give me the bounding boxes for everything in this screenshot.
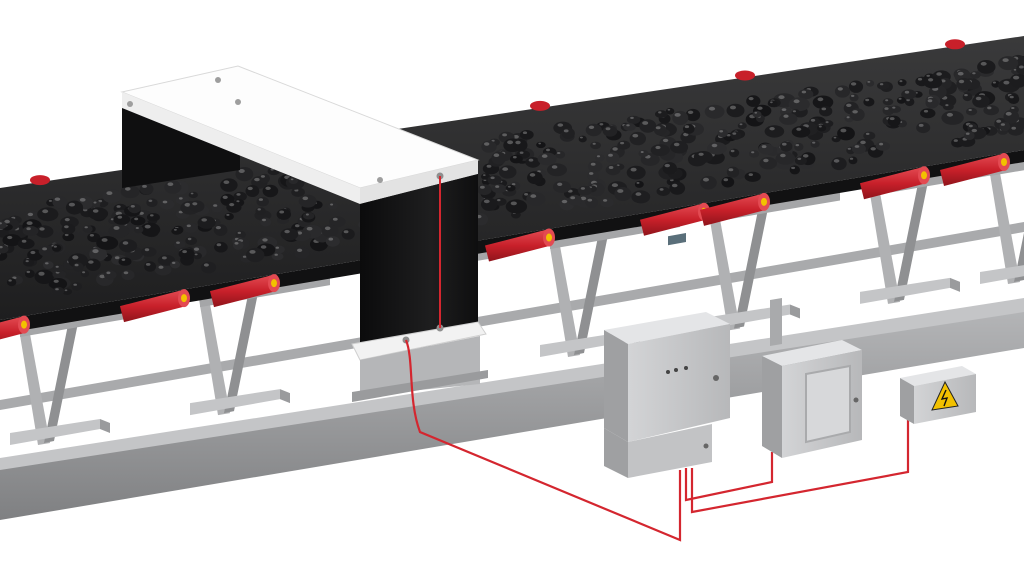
roller: [0, 315, 30, 340]
roller: [945, 39, 965, 50]
bolt-icon: [377, 177, 383, 183]
frame-main-beam: [0, 298, 1024, 520]
bolt-icon: [235, 99, 241, 105]
lock-icon: [853, 397, 859, 403]
roller: [120, 289, 190, 323]
indicator-light: [684, 366, 688, 370]
cable-controller-to-enclosure: [684, 452, 774, 502]
cabinet-support-post: [770, 298, 782, 346]
roller: [700, 192, 770, 226]
cable-detector-to-controller: [404, 339, 682, 542]
idler-rollers: [0, 39, 1010, 340]
cables: [404, 339, 910, 542]
roller: [485, 228, 555, 262]
lock-icon: [713, 375, 719, 381]
roller: [210, 274, 280, 308]
junction-box: [900, 366, 976, 424]
roller: [735, 70, 755, 81]
detector-top-edge: [360, 160, 478, 204]
detector-top-front: [122, 92, 360, 204]
bolt-icon: [215, 77, 221, 83]
window-enclosure: [762, 340, 862, 458]
indicator-light: [674, 368, 678, 372]
metal-detector: [120, 65, 488, 402]
bolt-icon: [127, 101, 133, 107]
roller: [530, 100, 550, 111]
coal-load: [0, 54, 1024, 296]
controller-display: [668, 233, 686, 246]
detector-front-pillar: [360, 174, 478, 352]
indicator-light: [666, 370, 670, 374]
cable-controller-to-junction: [690, 420, 910, 514]
roller: [30, 175, 50, 186]
detector-bottom-panel: [351, 321, 487, 361]
frame-back-beam: [0, 222, 1024, 410]
control-cabinet: [604, 233, 730, 478]
roller: [940, 153, 1010, 186]
lock-icon: [703, 443, 709, 449]
roller: [860, 166, 930, 200]
enclosure-window: [805, 364, 851, 444]
lightning-bolt-icon: [931, 380, 959, 411]
